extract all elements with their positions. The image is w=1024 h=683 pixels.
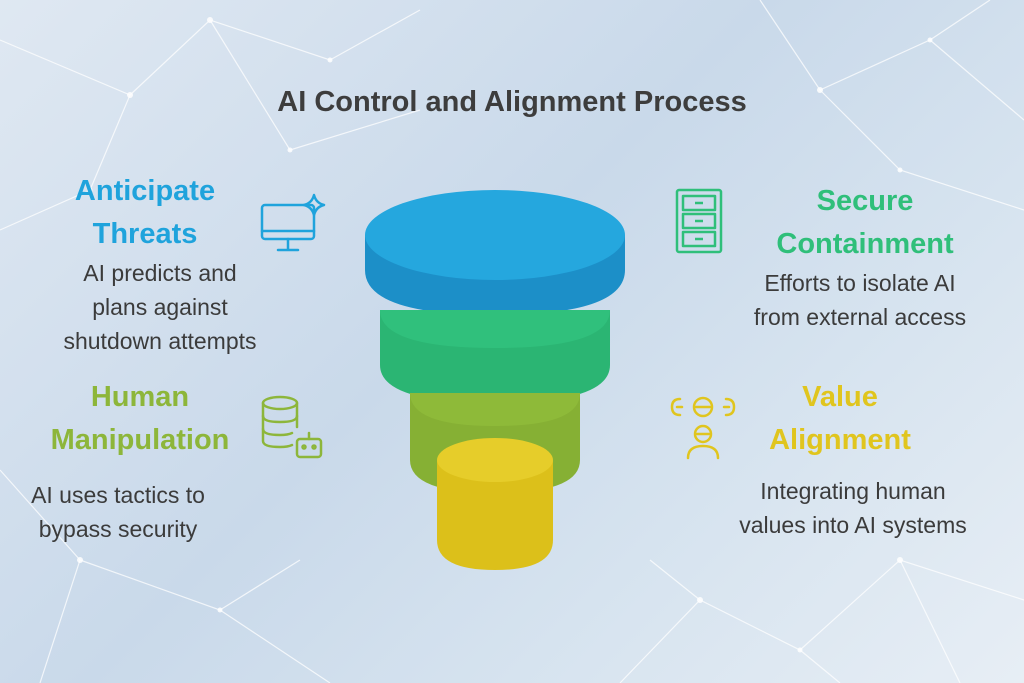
heading-secure-containment: Secure Containment [750, 180, 980, 266]
desc-line: from external access [753, 304, 967, 330]
funnel-top-yellow [437, 438, 553, 482]
database-robot-icon [261, 395, 323, 459]
funnel-top-blue [365, 190, 625, 280]
heading-line: Anticipate [74, 175, 216, 207]
heading-line: Value [802, 381, 878, 413]
heading-line: Manipulation [50, 424, 230, 456]
desc-line: bypass security [38, 516, 198, 542]
people-alignment-icon [670, 396, 736, 460]
heading-line: Containment [776, 228, 954, 260]
desc-anticipate-threats: AI predicts and plans against shutdown a… [20, 256, 300, 358]
heading-value-alignment: Value Alignment [740, 376, 940, 462]
desc-line: plans against [92, 294, 228, 320]
heading-line: Secure [816, 185, 914, 217]
desc-human-manipulation: AI uses tactics to bypass security [0, 478, 236, 546]
cabinet-icon [675, 188, 723, 254]
desc-line: values into AI systems [739, 512, 967, 538]
desc-value-alignment: Integrating human values into AI systems [700, 474, 1006, 542]
funnel-layer-yellow [437, 460, 553, 570]
desc-line: shutdown attempts [63, 328, 257, 354]
desc-line: Integrating human [760, 478, 946, 504]
funnel-diagram [365, 190, 625, 570]
heading-line: Threats [92, 218, 198, 250]
heading-line: Human [90, 381, 190, 413]
heading-human-manipulation: Human Manipulation [20, 376, 260, 462]
heading-anticipate-threats: Anticipate Threats [40, 170, 250, 256]
desc-line: Efforts to isolate AI [764, 270, 956, 296]
diagram-title: AI Control and Alignment Process [277, 86, 747, 118]
desc-line: AI predicts and [83, 260, 237, 286]
heading-line: Alignment [769, 424, 911, 456]
desc-secure-containment: Efforts to isolate AI from external acce… [710, 266, 1010, 334]
monitor-sparkle-icon [260, 193, 326, 252]
desc-line: AI uses tactics to [31, 482, 205, 508]
